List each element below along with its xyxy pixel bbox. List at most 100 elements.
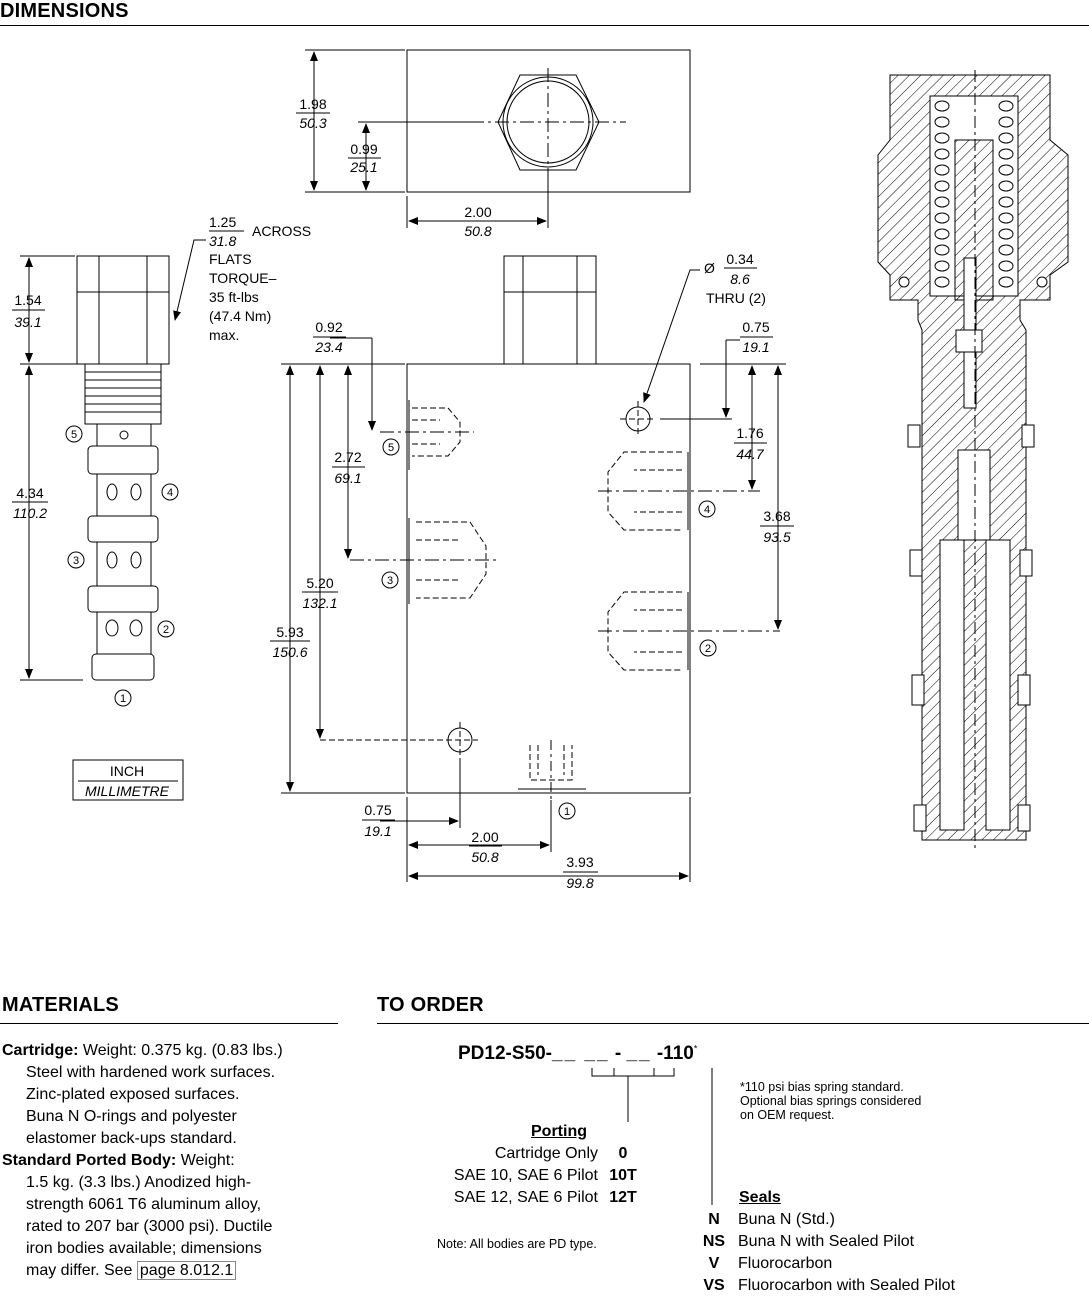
- dim-b075-mm: 19.1: [364, 823, 391, 839]
- dim-b200-in: 2.00: [471, 829, 498, 845]
- dim-593-in: 5.93: [276, 624, 303, 640]
- cartridge-label: Cartridge:: [2, 1042, 79, 1059]
- porting-desc: SAE 12, SAE 6 Pilot: [453, 1189, 598, 1206]
- seal-code: N: [708, 1211, 720, 1228]
- cartridge-line-2: Zinc-plated exposed surfaces.: [26, 1086, 240, 1103]
- body-line-5: may differ. See: [26, 1262, 133, 1279]
- flats-across: ACROSS: [252, 223, 311, 239]
- dim-r075-mm: 19.1: [742, 339, 769, 355]
- order-code-seal-blank: __: [626, 1043, 652, 1064]
- order-code-porting-blank: __ __: [552, 1043, 610, 1064]
- materials-rule: [0, 1023, 338, 1024]
- order-leader-lines: [591, 1068, 713, 1205]
- body-line-3: rated to 207 bar (3000 psi). Ductile: [26, 1218, 273, 1235]
- seals-title: Seals: [739, 1189, 781, 1206]
- order-code-star: *: [693, 1043, 698, 1054]
- dim-body-mm: 110.2: [13, 505, 47, 521]
- dim-b393-mm: 99.8: [566, 875, 593, 891]
- materials-heading: MATERIALS: [2, 994, 119, 1016]
- porting-table: Cartridge Only 0 SAE 10, SAE 6 Pilot 10T S…: [380, 1143, 650, 1209]
- port-label-1: 1: [120, 693, 126, 705]
- body-label: Standard Ported Body:: [2, 1152, 177, 1169]
- porting-desc: Cartridge Only: [494, 1145, 598, 1162]
- dim-r368-mm: 93.5: [763, 529, 790, 545]
- cartridge-hex: [76, 255, 170, 365]
- seal-desc: Buna N with Sealed Pilot: [738, 1233, 915, 1250]
- dim-272-in: 2.72: [334, 449, 361, 465]
- dim-r368-in: 3.68: [763, 508, 790, 524]
- porting-title: Porting: [531, 1123, 587, 1140]
- dim-272-mm: 69.1: [334, 470, 361, 486]
- order-code-suffix: -110: [656, 1043, 694, 1064]
- spring-note-1: *110 psi bias spring standard.: [740, 1080, 904, 1094]
- page-link[interactable]: page 8.012.1: [136, 1261, 237, 1280]
- spring-note-3: on OEM request.: [740, 1108, 835, 1122]
- porting-row: Cartridge Only 0: [380, 1143, 650, 1165]
- to-order-rule: [377, 1023, 1089, 1024]
- dim-top-center-mm: 25.1: [349, 159, 377, 175]
- porting-code: 10T: [609, 1167, 637, 1184]
- order-code-prefix: PD12-S50-: [458, 1043, 552, 1064]
- cartridge-line-4: elastomer back-ups standard.: [26, 1130, 237, 1147]
- spring-note: *110 psi bias spring standard. Optional …: [740, 1080, 921, 1122]
- seal-row: VS Fluorocarbon with Sealed Pilot: [690, 1275, 1010, 1297]
- manifold-body: [406, 363, 691, 794]
- manifold-port-label-4: 4: [704, 504, 710, 516]
- manifold-port-label-3: 3: [387, 575, 393, 587]
- seal-desc: Fluorocarbon: [738, 1255, 833, 1272]
- order-code: PD12-S50-__ __ - __ -110*: [458, 1043, 697, 1065]
- dim-520-in: 5.20: [306, 575, 333, 591]
- body-line-1: 1.5 kg. (3.3 lbs.) Anodized high-: [26, 1174, 252, 1191]
- dim-b200-mm: 50.8: [471, 849, 498, 865]
- dim-body-in: 4.34: [16, 485, 43, 501]
- dim-top-width-mm: 50.8: [464, 223, 491, 239]
- dim-r176-mm: 44.7: [736, 446, 764, 462]
- cartridge-line-3: Buna N O-rings and polyester: [26, 1108, 237, 1125]
- cartridge-weight: Weight: 0.375 kg. (0.83 lbs.): [82, 1042, 283, 1059]
- dim-593-mm: 150.6: [272, 644, 307, 660]
- body-type-note: Note: All bodies are PD type.: [437, 1237, 597, 1251]
- dim-hex-in: 1.54: [14, 292, 41, 308]
- dim-092-mm: 23.4: [314, 339, 342, 355]
- dim-b075-in: 0.75: [364, 802, 391, 818]
- dim-b393-in: 3.93: [566, 854, 593, 870]
- seals-table: N Buna N (Std.) NS Buna N with Sealed Pilo…: [690, 1209, 1010, 1297]
- seal-code: VS: [703, 1277, 725, 1294]
- hole-thru-note: THRU (2): [706, 290, 766, 306]
- seal-desc: Buna N (Std.): [738, 1211, 835, 1228]
- seal-row: N Buna N (Std.): [690, 1209, 1010, 1231]
- torque-ftlbs: 35 ft-lbs: [209, 289, 259, 305]
- dimensions-rule: [0, 25, 1089, 26]
- manifold-port-label-1: 1: [564, 806, 570, 818]
- porting-row: SAE 12, SAE 6 Pilot 12T: [380, 1187, 650, 1209]
- dimensions-heading: DIMENSIONS: [0, 0, 129, 22]
- torque-nm: (47.4 Nm): [209, 308, 271, 324]
- dim-hole-mm: 8.6: [730, 271, 750, 287]
- materials-text: Cartridge: Weight: 0.375 kg. (0.83 lbs.)…: [2, 1040, 342, 1282]
- order-code-dash: -: [614, 1043, 622, 1064]
- dim-r176-in: 1.76: [736, 425, 763, 441]
- cartridge-line-1: Steel with hardened work surfaces.: [26, 1064, 276, 1081]
- seal-desc: Fluorocarbon with Sealed Pilot: [738, 1277, 956, 1294]
- dim-hole-in: 0.34: [726, 251, 753, 267]
- dim-flats-mm: 31.8: [209, 233, 236, 249]
- dim-520-mm: 132.1: [302, 595, 337, 611]
- dimension-drawing: 1.98 50.3 0.99 25.1 2.00 50.8 1.54 39.1 …: [12, 49, 1069, 891]
- manifold-port-label-2: 2: [705, 643, 711, 655]
- porting-code: 12T: [609, 1189, 637, 1206]
- port-label-2: 2: [163, 624, 169, 636]
- body-line-4: iron bodies available; dimensions: [26, 1240, 262, 1257]
- flats-label: FLATS: [209, 251, 252, 267]
- porting-desc: SAE 10, SAE 6 Pilot: [453, 1167, 598, 1184]
- dim-hex-mm: 39.1: [14, 314, 41, 330]
- dim-top-width-in: 2.00: [464, 204, 491, 220]
- porting-code: 0: [618, 1145, 628, 1162]
- torque-label: TORQUE–: [209, 270, 277, 286]
- dim-top-height-mm: 50.3: [299, 115, 326, 131]
- port-label-5: 5: [71, 429, 77, 441]
- cross-section: [877, 70, 1069, 850]
- seal-code: NS: [702, 1233, 726, 1250]
- torque-max: max.: [209, 327, 239, 343]
- port-label-4: 4: [167, 487, 173, 499]
